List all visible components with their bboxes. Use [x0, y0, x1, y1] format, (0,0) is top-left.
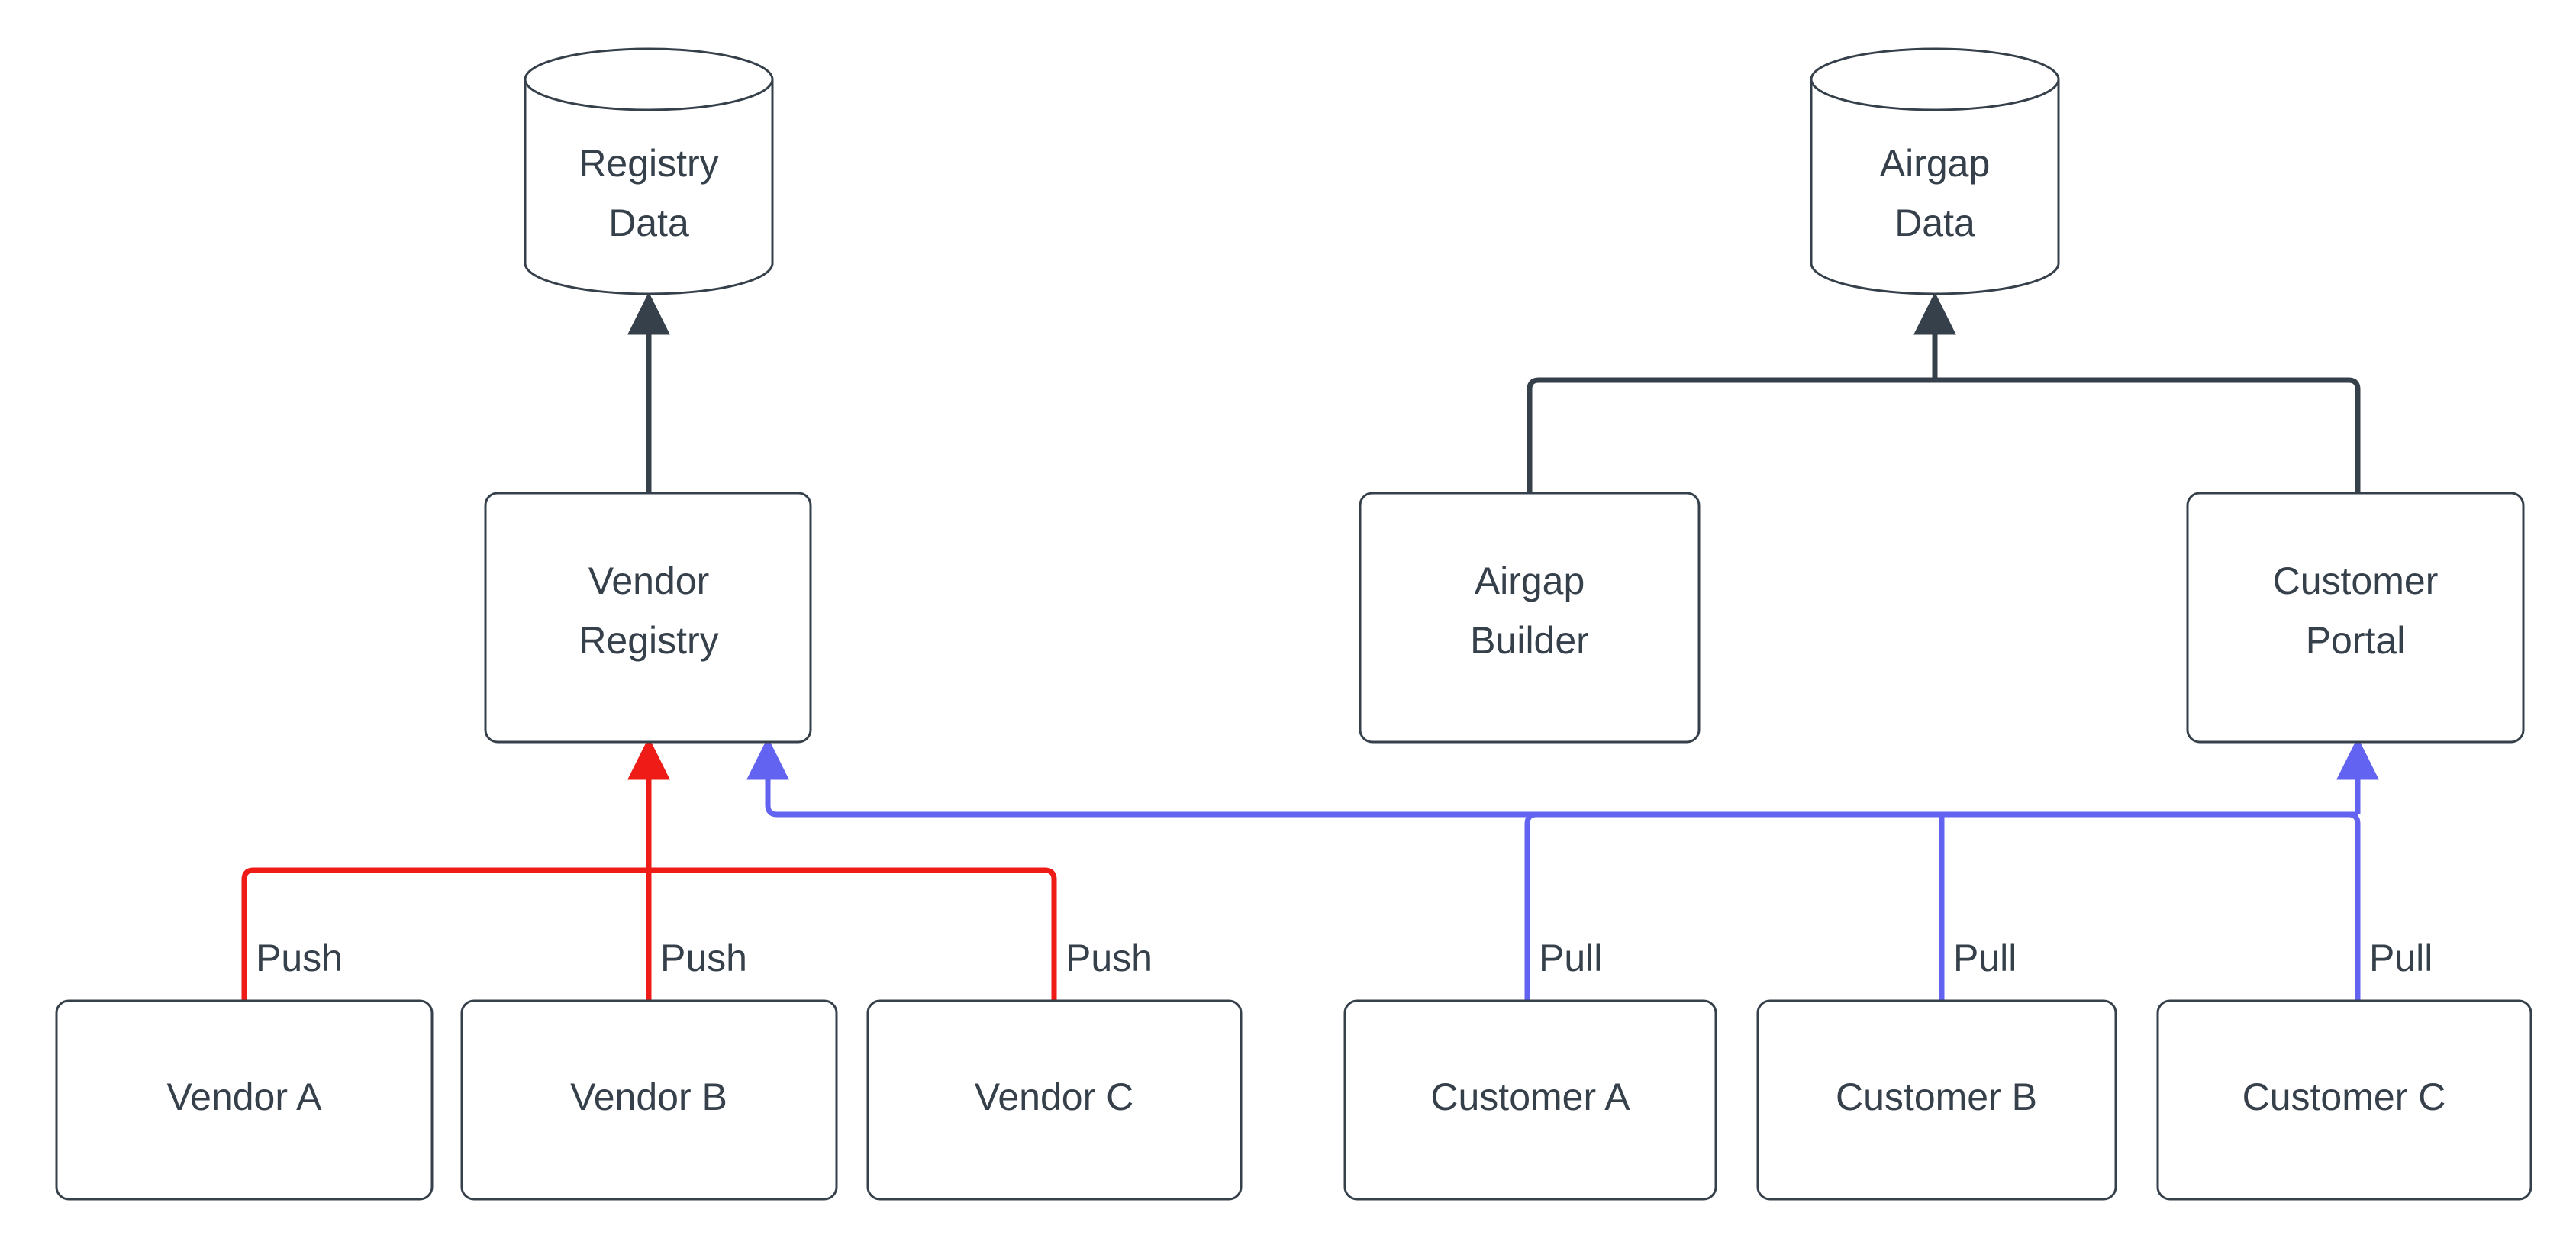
airgap-builder-label-line1: Airgap [1475, 560, 1585, 602]
customer-portal-label-line2: Portal [2306, 619, 2406, 662]
customer-b-box [1756, 999, 2117, 1201]
airgap-builder-label-line2: Builder [1470, 619, 1589, 662]
node-vendor-a[interactable]: Vendor A [55, 999, 434, 1201]
customer-portal-box [2186, 492, 2525, 744]
datastore-registry-data[interactable]: Registry Data [524, 47, 774, 295]
edge-label-pull-customer-c: Pull [2369, 937, 2433, 979]
airgap-builder-box [1359, 492, 1701, 744]
datastore-airgap-data[interactable]: Airgap Data [1810, 47, 2060, 295]
node-customer-a[interactable]: Customer A [1343, 999, 1717, 1201]
registry-data-cylinder-top [524, 47, 774, 111]
customer-a-box [1343, 999, 1717, 1201]
airgap-data-label-line1: Airgap [1880, 142, 1991, 185]
edge-pull-to-vendor-registry [746, 737, 2358, 818]
edge-airgap-sources-trunk [1527, 377, 2361, 525]
edge-label-pull-customer-a: Pull [1539, 937, 1602, 979]
vendor-b-box [460, 999, 838, 1201]
edge-label-push-vendor-c: Push [1066, 937, 1153, 979]
edge-label-push-vendor-b: Push [660, 937, 747, 979]
service-customer-portal[interactable]: Customer Portal [2186, 492, 2525, 744]
node-customer-c[interactable]: Customer C [2156, 999, 2532, 1201]
registry-data-cylinder-body [524, 79, 774, 295]
registry-data-label-line2: Data [608, 202, 689, 244]
customer-c-box [2156, 999, 2532, 1201]
vendor-c-box [866, 999, 1243, 1201]
node-vendor-b[interactable]: Vendor B [460, 999, 838, 1201]
vendor-c-label: Vendor C [975, 1076, 1133, 1118]
vendor-registry-box [484, 492, 812, 744]
service-airgap-builder[interactable]: Airgap Builder [1359, 492, 1701, 744]
airgap-data-cylinder-body [1810, 79, 2060, 295]
node-customer-b[interactable]: Customer B [1756, 999, 2117, 1201]
edge-label-push-vendor-a: Push [256, 937, 343, 979]
airgap-data-label-line2: Data [1894, 202, 1975, 244]
vendor-a-label: Vendor A [167, 1076, 323, 1118]
customer-c-label: Customer C [2242, 1076, 2446, 1118]
vendor-registry-label-line2: Registry [579, 619, 718, 662]
customer-b-label: Customer B [1836, 1076, 2037, 1118]
vendor-a-box [55, 999, 434, 1201]
registry-data-label-line1: Registry [579, 142, 718, 185]
customer-portal-label-line1: Customer [2273, 560, 2439, 602]
vendor-registry-label-line1: Vendor [588, 560, 709, 602]
node-vendor-c[interactable]: Vendor C [866, 999, 1243, 1201]
vendor-b-label: Vendor B [570, 1076, 727, 1118]
airgap-data-cylinder-top [1810, 47, 2060, 111]
service-vendor-registry[interactable]: Vendor Registry [484, 492, 812, 744]
edge-label-pull-customer-b: Pull [1953, 937, 2017, 979]
customer-a-label: Customer A [1430, 1076, 1630, 1118]
